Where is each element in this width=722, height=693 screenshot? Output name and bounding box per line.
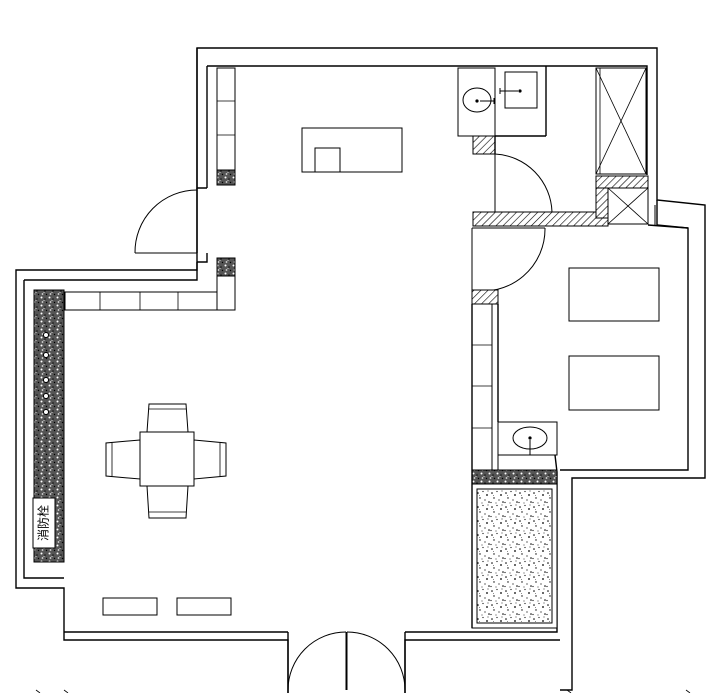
bench-left	[102, 597, 158, 616]
right-room	[471, 267, 660, 471]
hydrant-box: 消防栓	[32, 497, 56, 549]
dining-table	[139, 431, 195, 487]
bed-lower	[568, 355, 660, 411]
pillar-upper	[216, 169, 236, 186]
top-left-cabinet	[216, 67, 236, 171]
bathroom	[457, 66, 649, 227]
outer-walls	[15, 47, 706, 693]
pillar-lower	[216, 257, 236, 277]
hydrant-label: 消防栓	[36, 505, 51, 541]
main-entrance-door	[287, 631, 406, 693]
left-wall-cabinet	[64, 275, 236, 311]
right-room-door	[471, 227, 546, 292]
reception-desk	[301, 127, 403, 173]
left-upper-door	[134, 188, 208, 263]
dining-set	[105, 403, 227, 519]
granite-block	[471, 304, 558, 629]
bench-right	[176, 597, 232, 616]
bed-upper	[568, 267, 660, 322]
